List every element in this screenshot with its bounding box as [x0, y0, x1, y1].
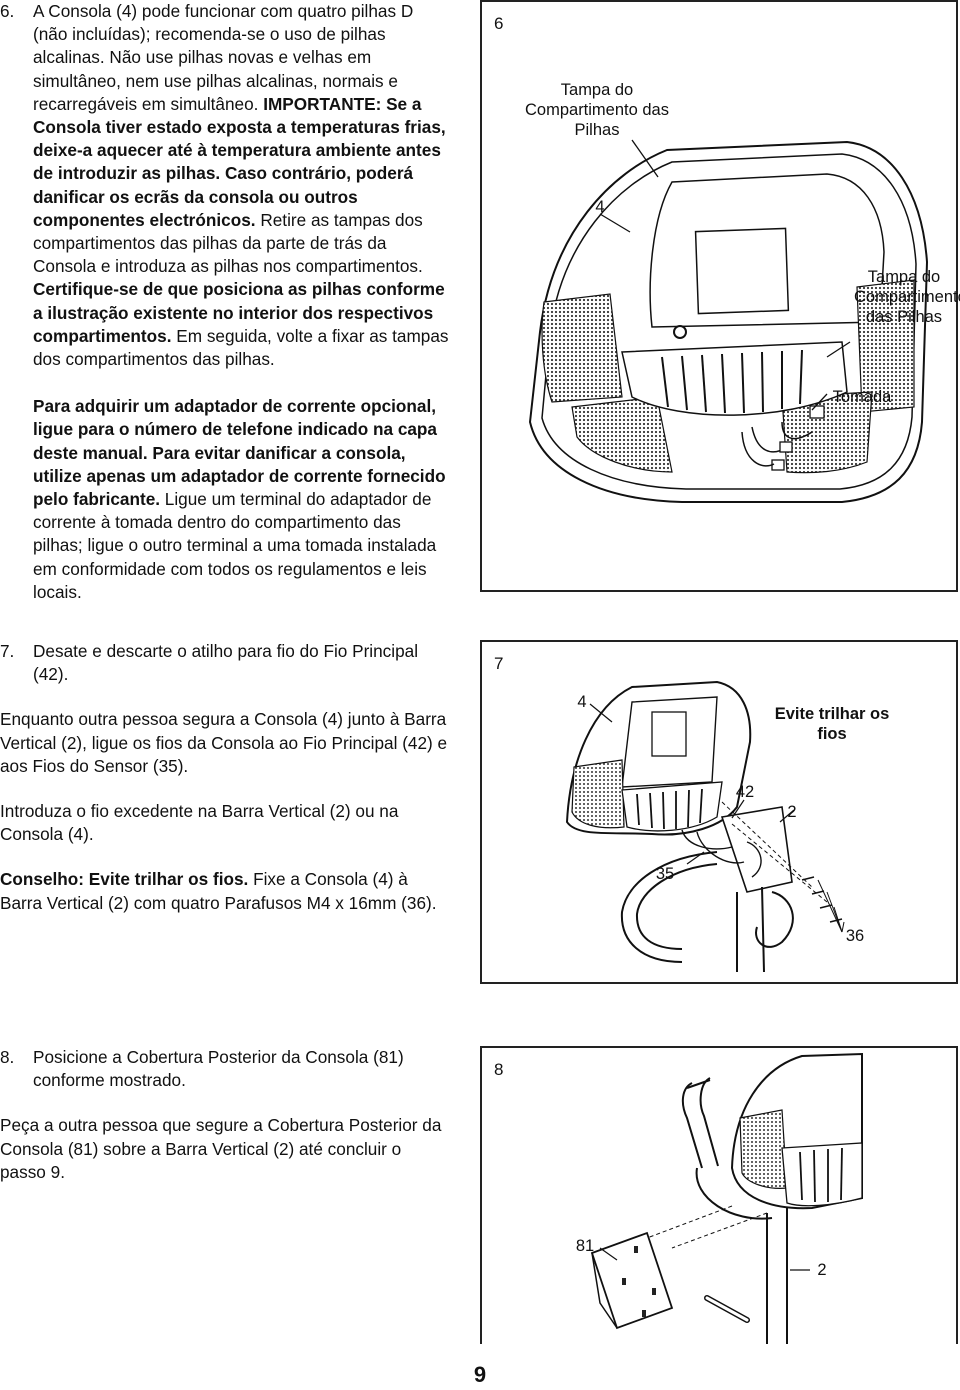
- body-text: Posicione a Cobertura Posterior da Conso…: [33, 1047, 404, 1091]
- step-7-line-1: 7. Desate e descarte o atilho para fio d…: [0, 640, 450, 686]
- step-number: 8.: [0, 1047, 15, 1067]
- figure-number: 6: [494, 14, 504, 33]
- step-number: 7.: [0, 641, 15, 661]
- label-part-35: 35: [655, 865, 675, 883]
- figure-number: 8: [494, 1060, 504, 1079]
- step-6-paragraph-2: Para adquirir um adaptador de corrente o…: [0, 395, 450, 604]
- console-mounting-illustration: [565, 680, 845, 973]
- step-7-line-3: Introduza o fio excedente na Barra Verti…: [0, 801, 399, 845]
- tip-bold: Conselho: Evite trilhar os fios.: [0, 869, 249, 890]
- step-7-tip: Conselho: Evite trilhar os fios. Fixe a …: [0, 868, 450, 914]
- step-6-text: 6. A Consola (4) pode funcionar com quat…: [0, 0, 450, 604]
- label-part-4: 4: [577, 693, 587, 711]
- label-part-2: 2: [817, 1261, 827, 1279]
- figure-7: 7: [480, 640, 958, 984]
- step-8-line-2: Peça a outra pessoa que segure a Cobertu…: [0, 1115, 442, 1182]
- label-part-42: 42: [735, 783, 755, 801]
- step-7-line-2: Enquanto outra pessoa segura a Consola (…: [0, 709, 448, 776]
- step-number: 6.: [0, 1, 15, 21]
- step-8-text: 8. Posicione a Cobertura Posterior da Co…: [0, 1046, 450, 1184]
- step-6-paragraph-1: 6. A Consola (4) pode funcionar com quat…: [0, 0, 450, 371]
- label-part-4: 4: [595, 198, 605, 216]
- label-part-81: 81: [575, 1237, 595, 1255]
- instruction-bold: Certifique-se de que posiciona as pilhas…: [33, 279, 445, 346]
- step-7-text: 7. Desate e descarte o atilho para fio d…: [0, 640, 450, 915]
- body-text: Ligue um terminal do adaptador de corren…: [33, 489, 437, 602]
- figure-number: 7: [494, 654, 504, 673]
- tip-text: Fixe a Consola (4) à Barra Vertical (2) …: [0, 869, 437, 913]
- label-socket: Tomada: [832, 388, 892, 406]
- console-back-illustration: [528, 139, 929, 503]
- label-part-36: 36: [845, 927, 865, 945]
- rear-cover-illustration: [590, 1052, 863, 1344]
- body-text: Em seguida, volte a fixar as tampas dos …: [33, 325, 449, 370]
- adapter-warning: Para adquirir um adaptador de corrente o…: [33, 396, 446, 510]
- body-text: A Consola (4) pode funcionar com quatro …: [33, 1, 414, 114]
- label-avoid-pinching-wires: Evite trilhar os fios: [774, 705, 890, 743]
- figure-8: 8: [480, 1046, 958, 1344]
- warning-text: IMPORTANTE: Se a Consola tiver estado ex…: [33, 93, 446, 230]
- body-text: Desate e descarte o atilho para fio do F…: [33, 641, 419, 685]
- step-8-line-1: 8. Posicione a Cobertura Posterior da Co…: [0, 1046, 450, 1092]
- label-part-2: 2: [787, 803, 797, 821]
- label-battery-cover-top: Tampa do Compartimento das Pilhas: [525, 81, 669, 139]
- page-number: 9: [473, 1362, 487, 1387]
- figure-6: 6: [480, 0, 960, 592]
- body-text: Retire as tampas dos compartimentos das …: [33, 209, 423, 277]
- label-battery-cover-right: Tampa do Compartimento das Pilhas: [854, 268, 960, 326]
